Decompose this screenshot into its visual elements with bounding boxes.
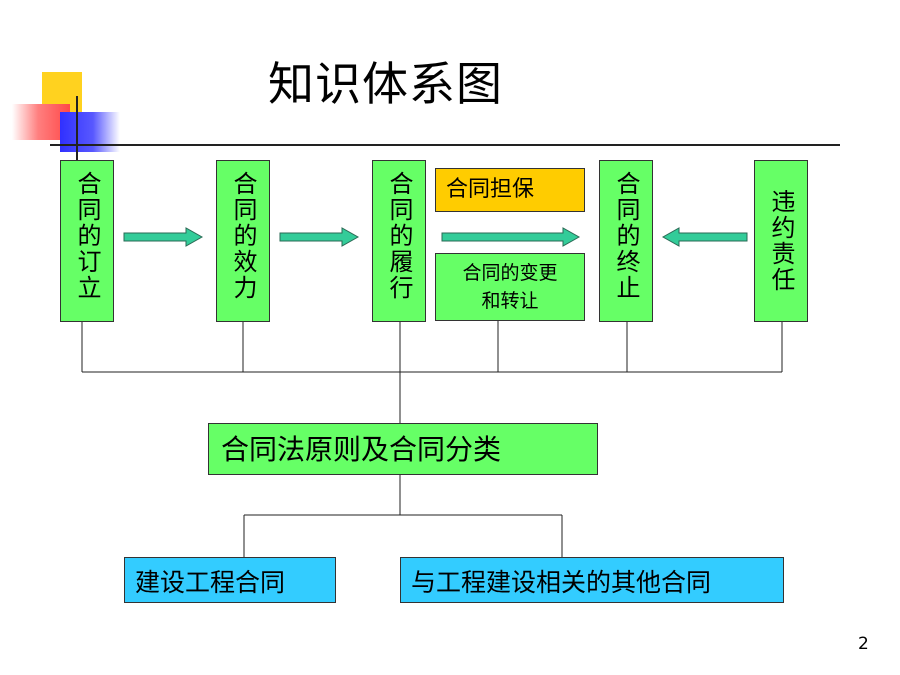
box-related-contracts: 与工程建设相关的其他合同	[400, 557, 784, 603]
box-related-label: 与工程建设相关的其他合同	[411, 568, 712, 597]
box-principles-label: 合同法原则及合同分类	[221, 433, 502, 466]
box-contract-effect: 合同的效力	[216, 160, 270, 322]
box-change-line1: 合同的变更	[462, 262, 558, 284]
box-contract-guarantee: 合同担保	[435, 168, 585, 212]
box-contract-formation: 合同的订立	[60, 160, 114, 322]
box-construction-contract: 建设工程合同	[124, 557, 336, 603]
box-contract-performance-label: 合同的履行	[385, 171, 413, 301]
box-breach-liability-label: 违约责任	[767, 189, 795, 293]
box-construction-label: 建设工程合同	[135, 568, 286, 597]
arrow-liability-to-termination	[661, 227, 748, 247]
page-number: 2	[858, 634, 869, 654]
box-contract-performance: 合同的履行	[372, 160, 426, 322]
title-underline	[50, 144, 840, 146]
box-contract-guarantee-label: 合同担保	[446, 177, 535, 202]
box-contract-effect-label: 合同的效力	[229, 171, 257, 301]
box-contract-termination-label: 合同的终止	[612, 171, 640, 301]
arrow-performance-to-guarantee	[441, 227, 581, 247]
box-principles-classification: 合同法原则及合同分类	[208, 423, 598, 475]
box-contract-formation-label: 合同的订立	[73, 171, 101, 301]
arrow-effect-to-performance	[279, 227, 360, 247]
page-title: 知识体系图	[268, 57, 503, 111]
box-contract-change-transfer: 合同的变更 和转让	[435, 253, 585, 321]
box-contract-termination: 合同的终止	[599, 160, 653, 322]
box-change-line2: 和转让	[481, 290, 539, 312]
box-breach-liability: 违约责任	[754, 160, 808, 322]
arrow-formation-to-effect	[123, 227, 204, 247]
decor-vertical-rule	[76, 96, 78, 162]
